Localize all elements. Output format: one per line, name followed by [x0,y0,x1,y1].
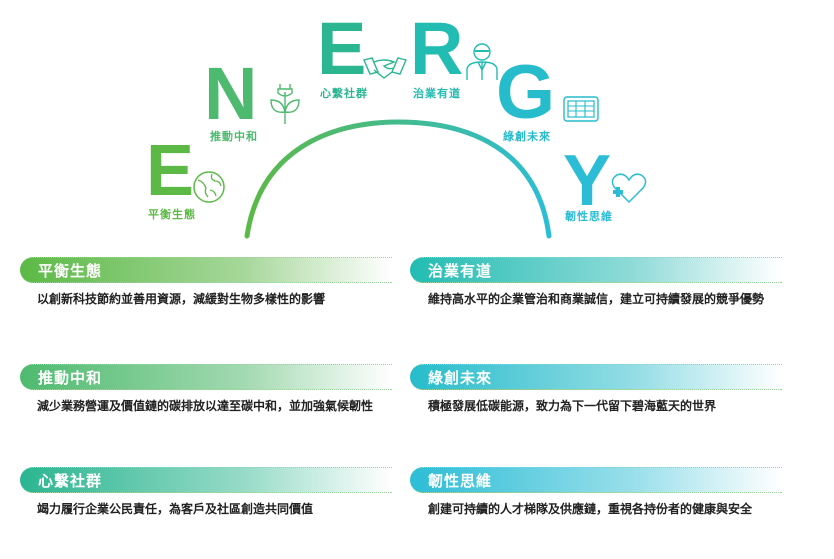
plant-plug-icon [270,84,300,124]
section-header: 治業有道 [410,257,782,283]
section-header: 綠創未來 [410,364,782,390]
label-r: 治業有道 [413,87,461,100]
section-text: 積極發展低碳能源，致力為下一代留下碧海藍天的世界 [428,399,717,413]
section-text: 竭力履行企業公民責任，為客戶及社區創造共同價值 [37,502,314,516]
section-text: 以創新科技節約並善用資源，減緩對生物多樣性的影響 [37,292,326,306]
label-y: 韌性思維 [565,210,613,223]
label-e2: 心繫社群 [320,87,368,100]
letter-y: Y [563,141,612,221]
heart-plus-icon [611,173,647,204]
section-header: 推動中和 [20,364,392,390]
letter-r: R [410,7,464,90]
globe-icon [193,171,225,203]
letter-e2: E [317,7,367,90]
label-e1: 平衡生態 [148,208,196,221]
section-text: 維持高水平的企業管治和商業誠信，建立可持續發展的競爭優勢 [428,292,765,306]
section-header: 心繫社群 [20,467,392,493]
letter-e1: E [146,131,195,211]
arc [244,119,552,239]
label-n: 推動中和 [210,130,258,143]
section-header: 平衡生態 [20,257,392,283]
section-header: 韌性思維 [410,467,782,493]
section-text: 減少業務營運及價值鏈的碳排放以達至碳中和，並加強氣候韌性 [37,399,374,413]
solar-panel-icon [563,96,599,122]
label-g: 綠創未來 [503,130,551,143]
businessman-icon [466,43,498,80]
letter-g: G [496,50,556,135]
letter-n: N [204,52,258,135]
handshake-icon [363,57,407,79]
section-text: 創建可持續的人才梯隊及供應鏈，重視各持份者的健康與安全 [428,502,753,516]
